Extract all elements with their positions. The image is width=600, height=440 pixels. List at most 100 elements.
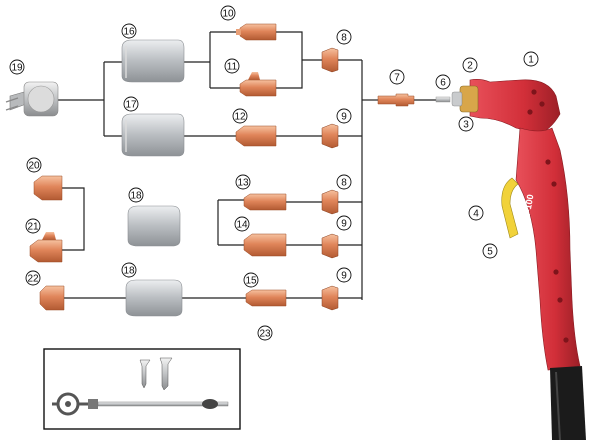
circle-guide-kit-23 xyxy=(43,348,241,430)
callout-circle xyxy=(25,218,41,234)
callout-number: 5 xyxy=(487,247,493,258)
tip-11 xyxy=(239,72,277,97)
swirl-ring-icon xyxy=(321,189,339,215)
callout-labels: 1234567889991011121314151617181819202122… xyxy=(9,5,539,341)
callout-circle xyxy=(235,174,251,190)
callout-circle xyxy=(224,58,240,74)
shield-cup-icon xyxy=(125,279,183,317)
tip-icon xyxy=(235,125,277,147)
callout-number: 21 xyxy=(27,222,39,233)
tip-icon xyxy=(33,175,63,201)
tip-icon xyxy=(29,239,63,263)
callout-circle xyxy=(336,174,352,190)
callout-circle xyxy=(336,29,352,45)
tip-icon xyxy=(239,23,277,41)
callout-number: 9 xyxy=(341,271,347,282)
tip-icon xyxy=(243,233,287,257)
callout-circle xyxy=(462,57,478,73)
swirl-ring-icon xyxy=(321,233,339,259)
tip-12 xyxy=(235,125,277,147)
callout-number: 18 xyxy=(123,266,135,277)
nozzle-22 xyxy=(39,285,65,311)
tip-13 xyxy=(243,193,287,211)
callout-number: 9 xyxy=(341,112,347,123)
callout-number: 4 xyxy=(473,209,479,220)
tip-icon xyxy=(243,193,287,211)
callout-circle xyxy=(9,59,25,75)
connector-lines xyxy=(58,31,436,300)
part-8-lower xyxy=(321,189,339,215)
callout-number: 23 xyxy=(259,329,271,340)
swirl-ring-icon xyxy=(321,123,339,149)
callout-number: 20 xyxy=(28,161,40,172)
trigger-icon xyxy=(501,177,519,239)
callout-circle xyxy=(220,5,236,21)
callout-number: 1 xyxy=(528,55,534,66)
callout-circle xyxy=(25,270,41,286)
electrode-7 xyxy=(377,93,415,107)
callout-number: 14 xyxy=(236,220,248,231)
callout-circle xyxy=(435,74,451,90)
callout-number: 12 xyxy=(234,112,246,123)
callout-number: 11 xyxy=(227,62,238,73)
part-8-upper xyxy=(321,47,339,73)
circle-guide-kit-icon xyxy=(52,357,229,416)
shield-cup-icon xyxy=(121,39,185,83)
callout-circle xyxy=(389,69,405,85)
tip-icon xyxy=(39,285,65,311)
tip-15 xyxy=(245,289,287,307)
tip-icon xyxy=(239,79,277,97)
callout-circle xyxy=(257,325,273,341)
electrode-6 xyxy=(435,96,451,103)
nozzle-21 xyxy=(29,232,63,263)
callout-number: 17 xyxy=(125,100,137,111)
callout-number: 6 xyxy=(440,78,446,89)
callout-number: 22 xyxy=(27,274,39,285)
part-9-upper xyxy=(321,123,339,149)
callout-circle xyxy=(458,116,474,132)
callout-circle xyxy=(336,108,352,124)
callout-number: 8 xyxy=(341,33,347,44)
callout-circle xyxy=(482,243,498,259)
swirl-ring-icon xyxy=(321,47,339,73)
callout-number: 2 xyxy=(467,61,473,72)
callout-number: 18 xyxy=(130,191,142,202)
callout-number: 19 xyxy=(11,63,23,74)
callout-circle xyxy=(336,215,352,231)
shield-cup-18-upper xyxy=(127,205,181,247)
callout-circle xyxy=(121,262,137,278)
torch-head: IPT-100 xyxy=(451,79,586,440)
callout-circle xyxy=(336,267,352,283)
shield-cup-18-lower xyxy=(125,279,183,317)
shield-cup-17 xyxy=(121,113,185,157)
callout-number: 9 xyxy=(341,219,347,230)
tip-10 xyxy=(236,23,277,41)
tip-icon xyxy=(245,289,287,307)
callout-number: 7 xyxy=(394,73,400,84)
shield-cup-16 xyxy=(121,39,185,83)
callout-circle xyxy=(128,187,144,203)
callout-circle xyxy=(234,216,250,232)
shield-cup-icon xyxy=(121,113,185,157)
callout-circle xyxy=(121,23,137,39)
callout-number: 16 xyxy=(123,27,135,38)
electrode-icon xyxy=(435,96,451,103)
callout-number: 15 xyxy=(245,276,257,287)
swirl-ring-icon xyxy=(321,285,339,311)
callout-circle xyxy=(123,96,139,112)
callout-number: 3 xyxy=(463,120,469,131)
torch-handle-icon xyxy=(469,79,561,135)
callout-number: 10 xyxy=(222,9,234,20)
callout-number: 13 xyxy=(237,178,249,189)
part-9-middle xyxy=(321,233,339,259)
nozzle-20 xyxy=(33,175,63,201)
shield-cup-icon xyxy=(127,205,181,247)
callout-number: 8 xyxy=(341,178,347,189)
callout-circle xyxy=(523,51,539,67)
callout-circle xyxy=(468,205,484,221)
electrode-icon xyxy=(377,93,415,107)
callout-circle xyxy=(26,157,42,173)
spacer-19 xyxy=(5,81,59,117)
